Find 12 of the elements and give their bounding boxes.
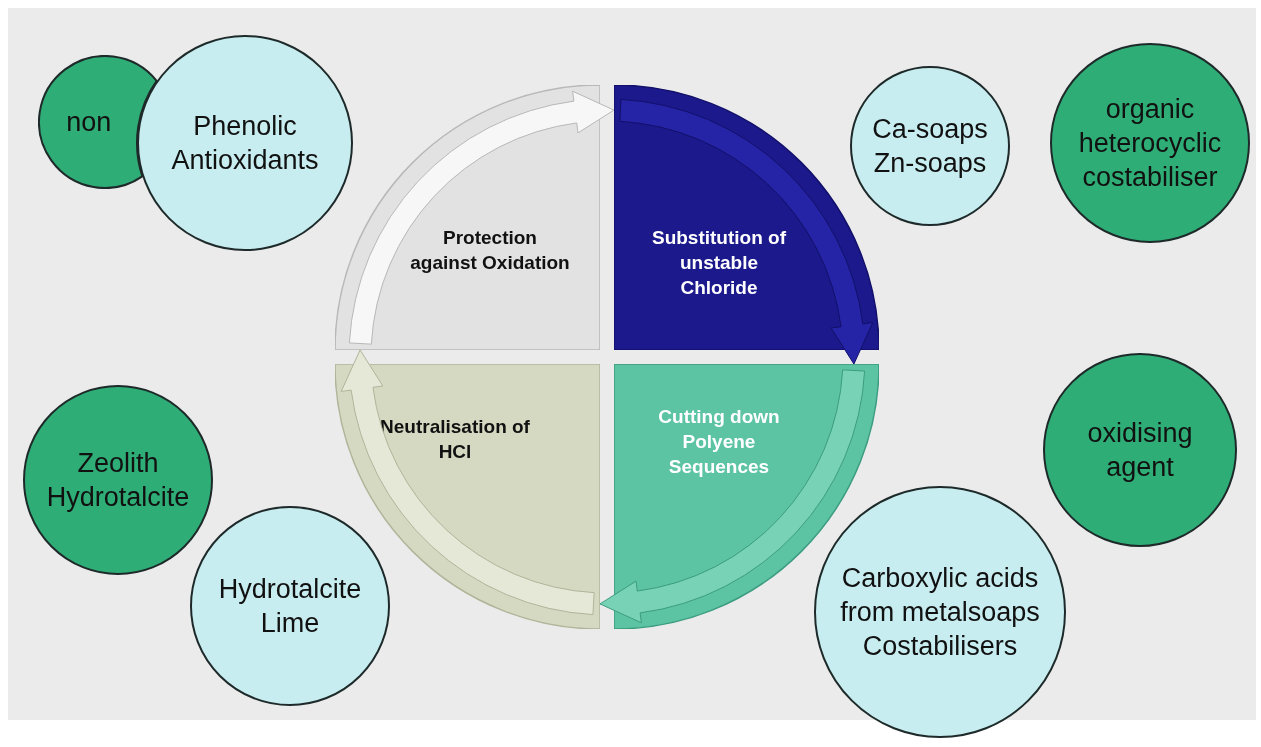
segment-label: Cutting down Polyene Sequences: [657, 405, 781, 479]
circle-label: organic heterocyclic costabiliser: [1077, 93, 1223, 194]
segment-label: Protection against Oxidation: [410, 226, 570, 275]
circle-label: Hydrotalcite Lime: [217, 573, 363, 640]
circle-label: Zeolith Hydrotalcite: [45, 447, 191, 514]
circle-label: non: [66, 107, 112, 137]
circle-label: Carboxylic acids from metalsoaps Costabilisers: [839, 562, 1041, 663]
segment-label: Substitution of unstable Chloride: [651, 226, 787, 300]
circle-label: Ca-soaps Zn-soaps: [871, 113, 989, 180]
segment-label: Neutralisation of HCl: [379, 415, 531, 464]
circle-label: oxidising agent: [1086, 417, 1194, 484]
circle-label: Phenolic Antioxidants: [170, 110, 320, 177]
